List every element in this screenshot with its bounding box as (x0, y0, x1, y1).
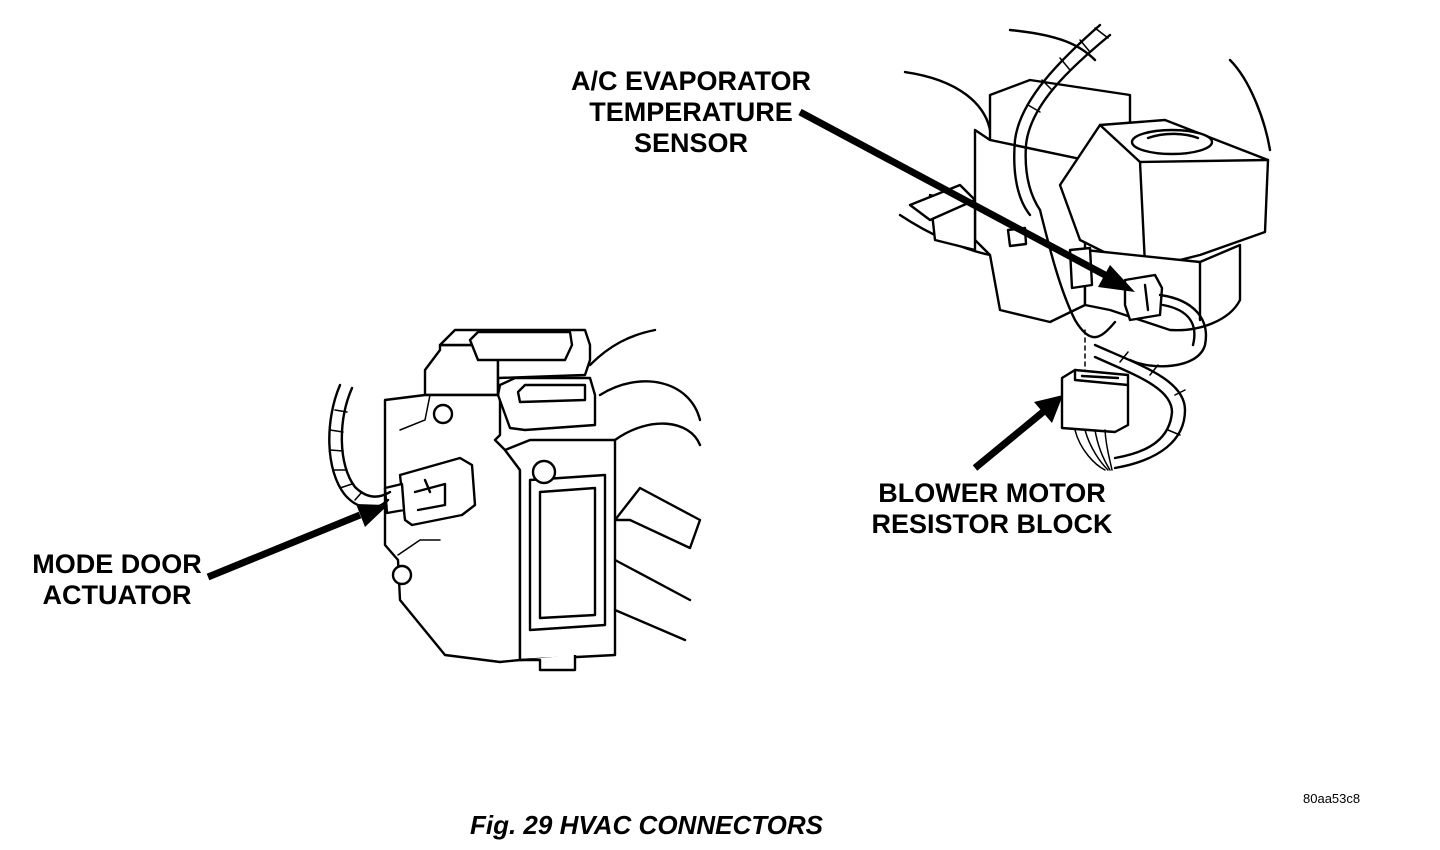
mode-door-label-line-1: MODE DOOR (32, 549, 202, 579)
figure-caption: Fig. 29 HVAC CONNECTORS (470, 810, 823, 840)
hvac-housing-left (328, 328, 702, 672)
evaporator-sensor-arrow (798, 108, 1135, 292)
evaporator-sensor-label: A/C EVAPORATOR TEMPERATURE SENSOR (566, 66, 816, 159)
evaporator-sensor-label-line-3: SENSOR (633, 128, 749, 158)
blower-resistor-label-line-1: BLOWER MOTOR (878, 478, 1106, 508)
blower-resistor-label: BLOWER MOTOR RESISTOR BLOCK (862, 478, 1122, 540)
blower-resistor-arrow (972, 395, 1063, 471)
hvac-housing-right (898, 23, 1272, 471)
evaporator-sensor-label-line-1: A/C EVAPORATOR (570, 66, 812, 96)
mode-door-arrow (206, 504, 388, 581)
blower-resistor-label-line-2: RESISTOR BLOCK (871, 509, 1113, 539)
evaporator-sensor-label-line-2: TEMPERATURE (589, 97, 793, 127)
figure-id: 80aa53c8 (1303, 791, 1361, 806)
mode-door-label-line-2: ACTUATOR (42, 580, 192, 610)
mode-door-label: MODE DOOR ACTUATOR (22, 549, 212, 611)
